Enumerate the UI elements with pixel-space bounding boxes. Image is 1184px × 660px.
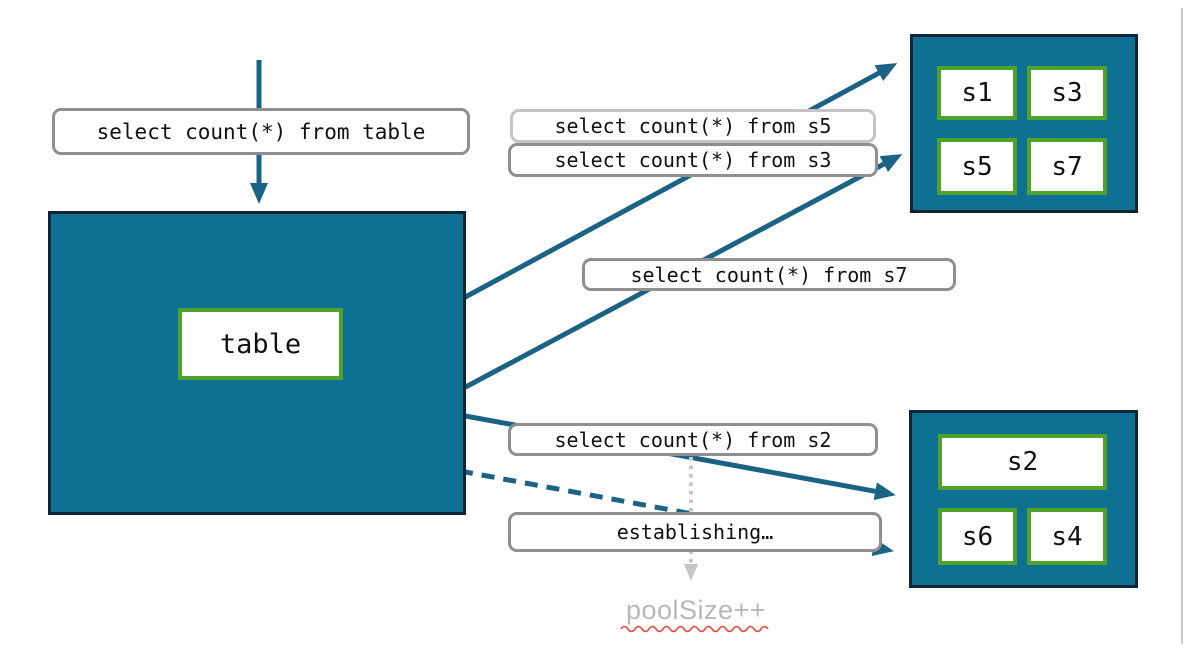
window-edge-line xyxy=(1181,8,1183,644)
shard-cell-s2: s2 xyxy=(938,434,1107,490)
spellcheck-squiggle xyxy=(620,625,769,633)
shard-label: s3 xyxy=(1051,78,1083,108)
query-label-s2: select count(*) from s2 xyxy=(508,423,878,456)
shard-group-bottom: s2 s6 s4 xyxy=(909,410,1138,588)
shard-label: s4 xyxy=(1051,521,1083,552)
query-label-s7: select count(*) from s7 xyxy=(582,258,956,291)
poolsize-text: poolSize++ xyxy=(625,595,767,625)
table-cell: table xyxy=(178,308,343,380)
shard-cell-s1: s1 xyxy=(937,66,1017,120)
shard-cell-s3: s3 xyxy=(1027,66,1107,120)
shard-group-top: s1 s3 s5 s7 xyxy=(910,34,1138,213)
shard-label: s5 xyxy=(961,151,993,182)
arrow-to-shards-s1-s3 xyxy=(456,63,898,304)
shard-cell-s4: s4 xyxy=(1027,508,1107,565)
query-label-s3: select count(*) from s3 xyxy=(508,143,878,177)
status-label-establishing: establishing… xyxy=(508,512,882,552)
shard-cell-s6: s6 xyxy=(938,508,1017,565)
shard-label: s2 xyxy=(1006,447,1039,477)
table-label: table xyxy=(219,328,302,360)
query-label-s5: select count(*) from s5 xyxy=(510,109,876,143)
shard-cell-s7: s7 xyxy=(1027,138,1107,195)
main-table-box: table xyxy=(48,211,466,515)
shard-label: s1 xyxy=(961,78,993,108)
shard-label: s6 xyxy=(961,521,994,552)
shard-label: s7 xyxy=(1051,151,1083,182)
query-label-table: select count(*) from table xyxy=(52,108,470,155)
shard-cell-s5: s5 xyxy=(937,138,1017,195)
